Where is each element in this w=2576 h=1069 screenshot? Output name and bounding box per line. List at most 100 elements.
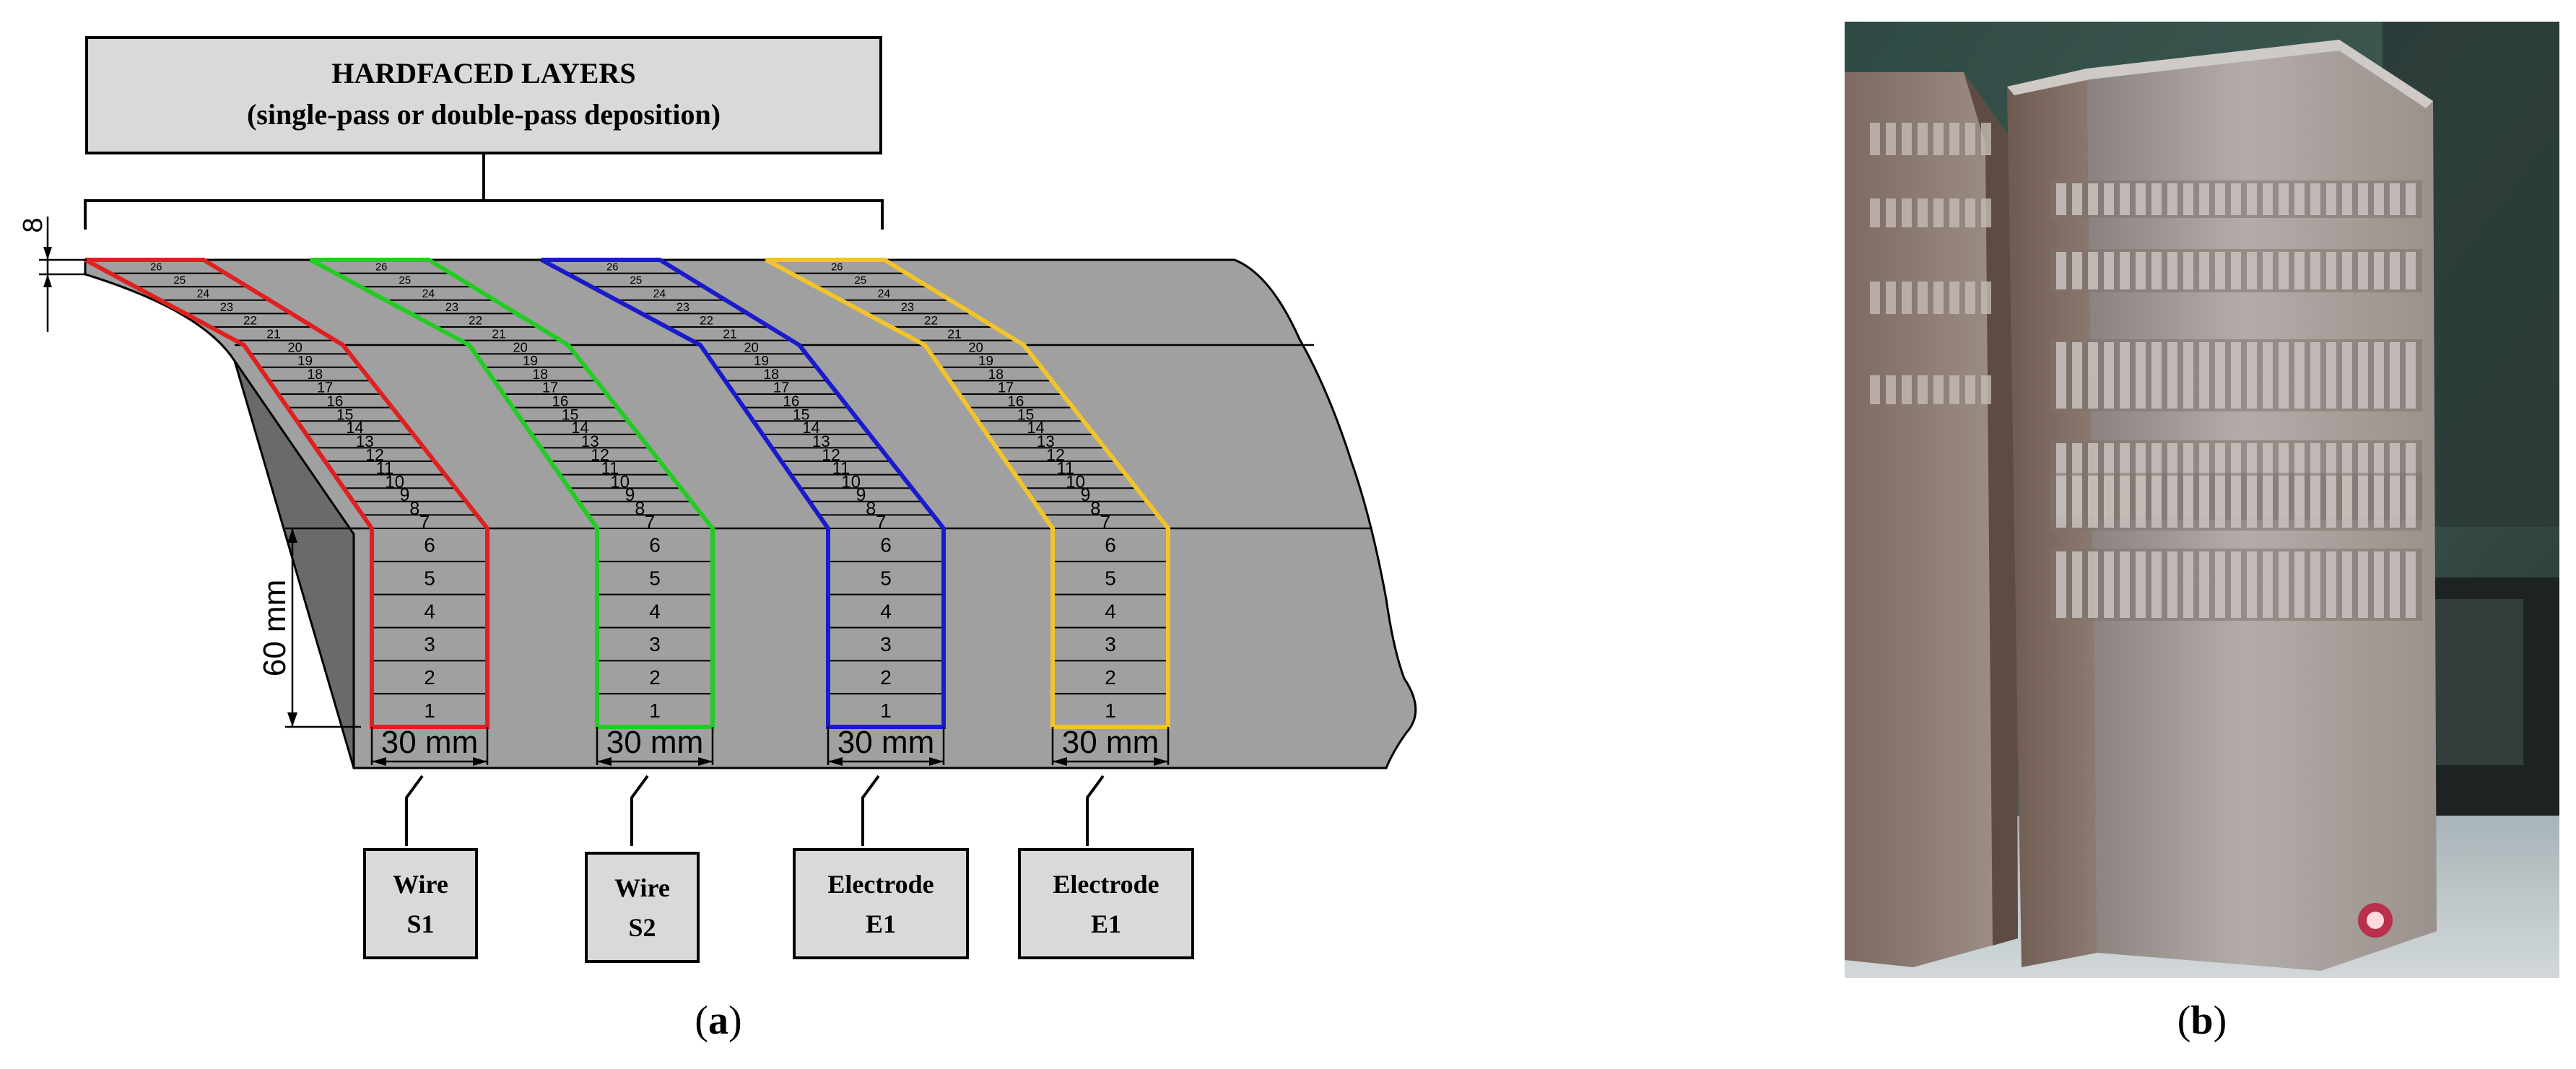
layer-number: 2 xyxy=(649,666,661,689)
layer-number: 4 xyxy=(880,600,892,622)
layer-number: 23 xyxy=(445,301,458,314)
layer-number: 4 xyxy=(1105,600,1116,622)
layer-number: 3 xyxy=(1105,633,1116,655)
layer-number: 2 xyxy=(424,666,435,689)
layer-number: 17 xyxy=(317,380,333,396)
layer-number: 19 xyxy=(297,353,313,368)
layer-number: 12 xyxy=(822,445,840,464)
layer-number: 13 xyxy=(812,432,830,450)
layer-number: 26 xyxy=(150,261,162,273)
width-dimension: 30 mm xyxy=(370,725,489,766)
width-dimension: 30 mm xyxy=(596,725,714,766)
layer-number: 5 xyxy=(424,567,435,590)
layer-number: 10 xyxy=(1066,472,1085,492)
layer-number: 15 xyxy=(336,406,354,423)
layer-number: 9 xyxy=(625,486,635,505)
callout-id: E1 xyxy=(866,909,896,938)
layer-number: 16 xyxy=(552,393,568,410)
layer-number: 22 xyxy=(469,314,482,328)
layer-number: 6 xyxy=(880,534,892,557)
callout-box xyxy=(1018,848,1194,959)
layer-number: 12 xyxy=(591,445,609,464)
layer-number: 13 xyxy=(356,432,374,450)
layer-number: 18 xyxy=(763,367,779,383)
callout-type: Electrode xyxy=(827,870,934,899)
layer-number: 22 xyxy=(243,314,257,328)
header-subtitle: (single-pass or double-pass deposition) xyxy=(247,98,721,131)
layer-number: 17 xyxy=(542,380,558,396)
layer-number: 26 xyxy=(606,261,618,273)
layer-number: 8 xyxy=(866,499,876,519)
layer-number: 3 xyxy=(424,633,435,655)
layer-number: 21 xyxy=(723,326,737,341)
strip-e1a: 1234567891011121314151617181920212223242… xyxy=(540,258,946,729)
layer-number: 22 xyxy=(700,314,713,328)
hardfaced-strips: 1234567891011121314151617181920212223242… xyxy=(84,258,1170,729)
header-title: HARDFACED LAYERS xyxy=(331,57,635,90)
callout-id: S1 xyxy=(406,909,434,938)
layer-number: 11 xyxy=(601,460,619,479)
layer-number: 1 xyxy=(424,699,435,722)
layer-number: 9 xyxy=(856,486,866,505)
layer-number: 5 xyxy=(1105,567,1116,590)
layer-number: 14 xyxy=(346,419,363,437)
callout-box xyxy=(793,848,969,959)
layer-number: 9 xyxy=(400,486,410,505)
layer-number: 23 xyxy=(220,301,233,314)
layer-number: 7 xyxy=(1100,511,1110,533)
layer-number: 14 xyxy=(802,419,819,437)
layer-number: 14 xyxy=(1027,419,1044,437)
callout-id: S2 xyxy=(628,913,656,942)
layer-number: 12 xyxy=(1046,445,1065,464)
layer-number: 7 xyxy=(645,511,655,533)
layer-number: 5 xyxy=(649,567,661,590)
width-label: 30 mm xyxy=(381,725,478,760)
callout-type: Wire xyxy=(614,873,670,902)
layer-number: 3 xyxy=(880,633,892,655)
layer-number: 25 xyxy=(173,274,186,287)
layer-number: 24 xyxy=(197,288,210,300)
layer-number: 23 xyxy=(901,301,914,314)
hardfaced-hammers-photo xyxy=(1845,22,2559,978)
width-label: 30 mm xyxy=(606,725,703,760)
layer-number: 8 xyxy=(1090,499,1100,519)
layer-number: 21 xyxy=(947,326,962,341)
layer-number: 18 xyxy=(988,367,1004,383)
layer-number: 7 xyxy=(876,511,886,533)
layer-number: 24 xyxy=(653,288,666,300)
layer-number: 3 xyxy=(649,633,661,655)
layer-number: 6 xyxy=(424,534,435,557)
layer-number: 20 xyxy=(969,340,983,354)
layer-number: 7 xyxy=(419,511,430,533)
layer-number: 1 xyxy=(1105,699,1116,722)
header-bracket xyxy=(84,153,884,230)
layer-number: 11 xyxy=(376,460,394,479)
layer-number: 6 xyxy=(1105,534,1116,557)
layer-number: 16 xyxy=(326,393,343,410)
layer-number: 11 xyxy=(832,460,850,479)
thickness-dimension: 8 xyxy=(18,217,87,332)
callout-id: E1 xyxy=(1091,909,1121,938)
caption-a: (a) xyxy=(695,998,741,1043)
layer-number: 20 xyxy=(288,340,303,354)
header-box xyxy=(85,36,882,154)
layer-number: 20 xyxy=(744,340,759,354)
layer-number: 11 xyxy=(1057,460,1075,479)
layer-number: 15 xyxy=(1017,406,1035,423)
callout-type: Electrode xyxy=(1053,870,1159,899)
thickness-label: 8 xyxy=(18,217,48,232)
layer-number: 1 xyxy=(880,699,892,722)
layer-number: 24 xyxy=(422,288,435,300)
layer-number: 12 xyxy=(365,445,384,464)
layer-number: 19 xyxy=(978,353,993,368)
layer-number: 25 xyxy=(399,274,411,287)
layer-number: 19 xyxy=(523,353,538,368)
height-dimension: 60 mm xyxy=(257,527,361,728)
layer-number: 22 xyxy=(924,314,938,328)
layer-number: 1 xyxy=(649,699,661,722)
layer-number: 16 xyxy=(1007,393,1024,410)
width-dimension: 30 mm xyxy=(1051,725,1170,766)
